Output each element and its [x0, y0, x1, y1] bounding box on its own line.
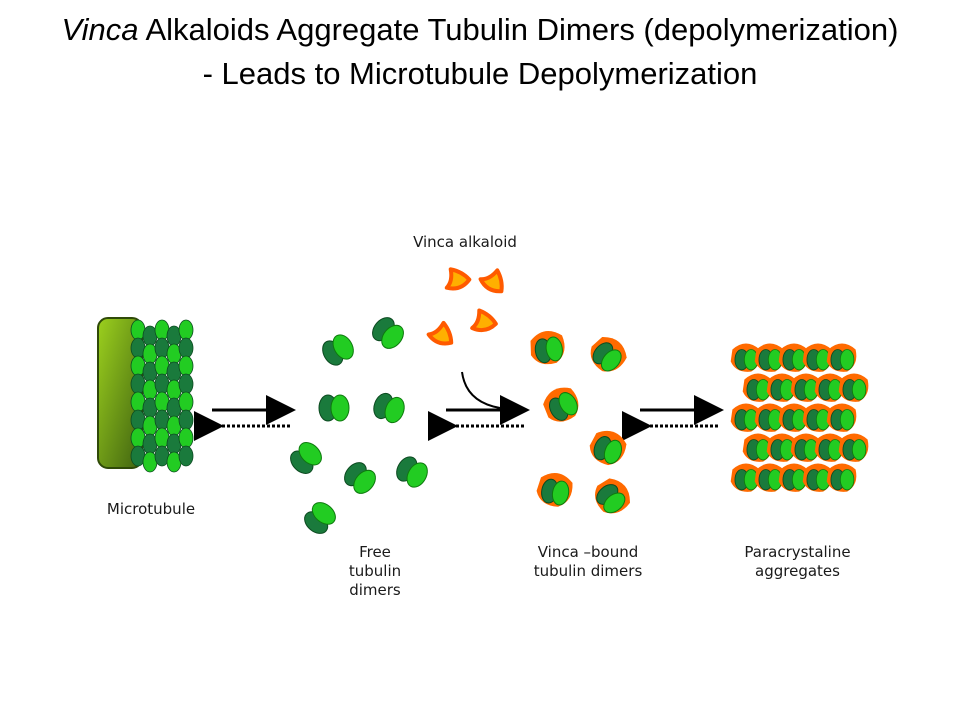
microtubule-subunit	[178, 445, 194, 467]
vinca-alkaloid-molecules	[425, 262, 512, 349]
microtubule-subunit	[178, 373, 194, 395]
page-title: Vinca Alkaloids Aggregate Tubulin Dimers…	[60, 8, 900, 96]
microtubule-subunit	[178, 427, 194, 449]
title-rest: Alkaloids Aggregate Tubulin Dimers (depo…	[138, 12, 899, 91]
microtubule-subunit	[178, 337, 194, 359]
label-vinca-alkaloid: Vinca alkaloid	[413, 233, 517, 251]
equilibrium-arrows-2	[428, 371, 530, 441]
free-tubulin-dimers	[285, 312, 432, 539]
microtubule-subunit	[178, 319, 194, 341]
label-paracrystalline-aggregates: Paracrystaline aggregates	[744, 543, 851, 580]
aggregate-dimer	[838, 373, 869, 403]
equilibrium-arrows-1	[194, 395, 296, 441]
aggregate-dimer	[826, 343, 857, 373]
aggregate-dimer	[826, 403, 857, 433]
microtubule-subunit	[178, 391, 194, 413]
vinca-bound-dimers	[526, 327, 637, 521]
label-microtubule: Microtubule	[106, 500, 196, 518]
label-vinca-bound-dimers: Vinca –bound tubulin dimers	[533, 543, 643, 580]
paracrystalline-aggregates	[730, 343, 869, 493]
microtubule-subunit	[178, 355, 194, 377]
title-italic: Vinca	[61, 12, 139, 47]
microtubule-subunit	[178, 409, 194, 431]
aggregate-dimer	[838, 433, 869, 463]
equilibrium-arrows-3	[622, 395, 724, 441]
microtubule-illustration	[97, 317, 194, 473]
aggregate-dimer	[826, 463, 857, 493]
label-free-tubulin-dimers: Free tubulin dimers	[348, 543, 402, 599]
